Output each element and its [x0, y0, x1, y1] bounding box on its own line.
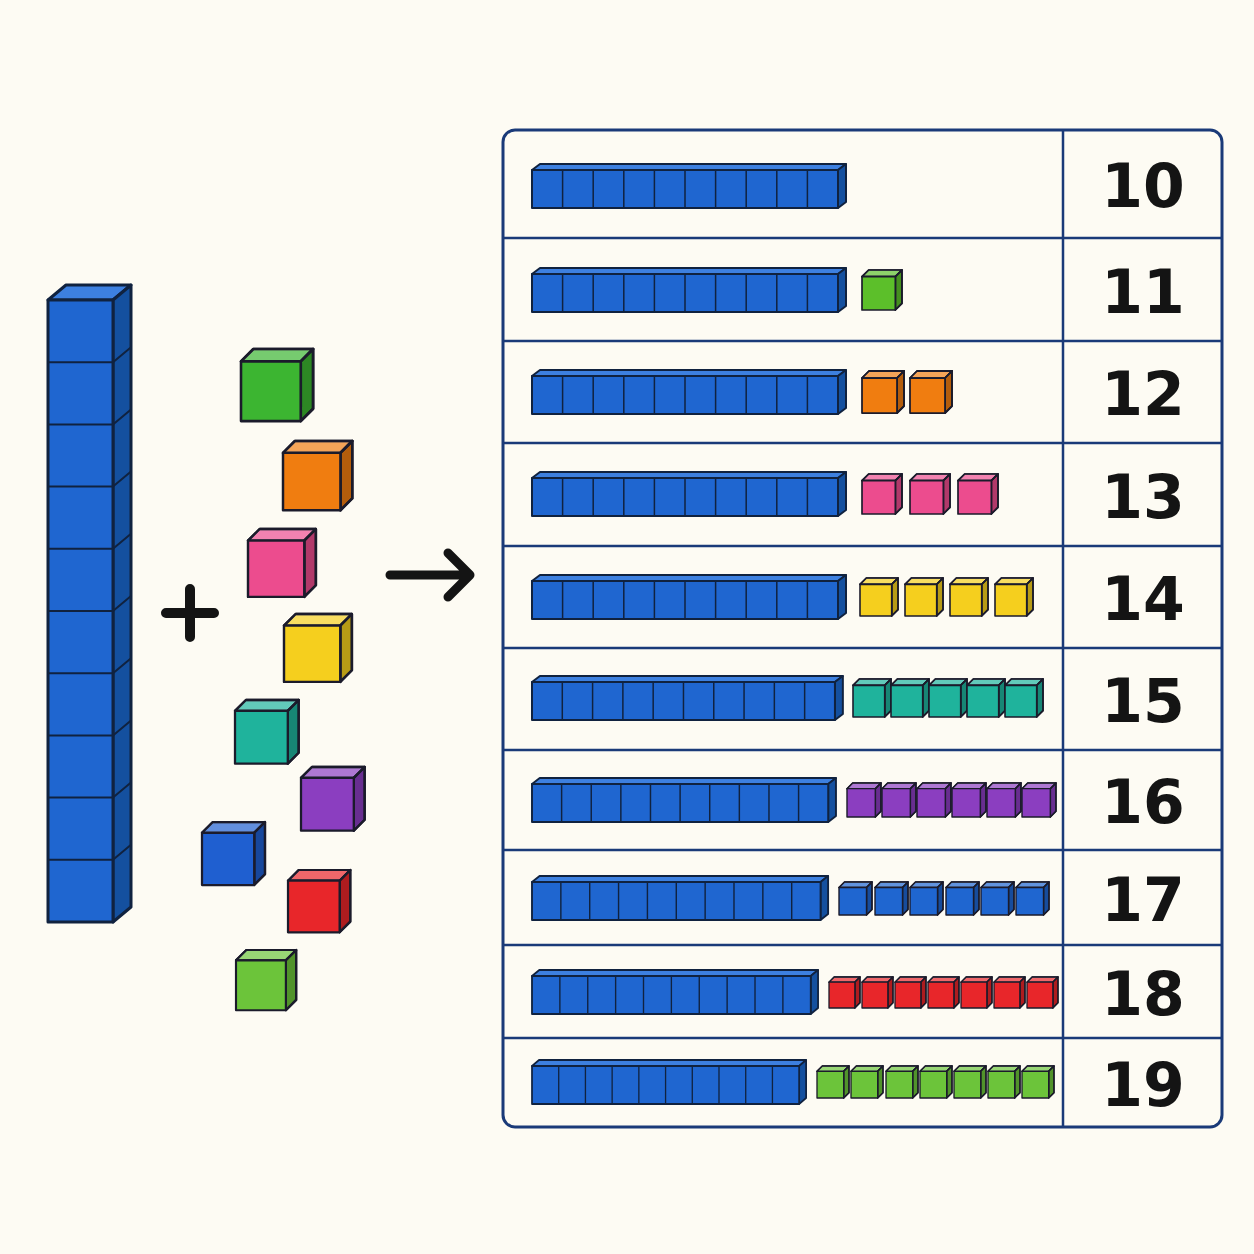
unit-cube — [839, 882, 872, 915]
unit-cube — [862, 270, 902, 310]
unit-cube — [910, 882, 943, 915]
unit-cube — [853, 679, 891, 717]
unit-cube — [928, 977, 959, 1008]
row-number: 19 — [1065, 1042, 1221, 1127]
ten-rod — [532, 970, 818, 1014]
unit-cube — [952, 783, 986, 817]
unit-cube — [875, 882, 908, 915]
row-number: 13 — [1065, 447, 1221, 546]
unit-cube — [920, 1066, 952, 1098]
unit-cube — [1005, 679, 1043, 717]
unit-cube — [860, 578, 898, 616]
unit-cube — [288, 870, 350, 932]
unit-cube — [995, 578, 1033, 616]
unit-cube — [1027, 977, 1058, 1008]
row-number: 14 — [1065, 550, 1221, 648]
unit-cube — [988, 1066, 1020, 1098]
unit-cube — [886, 1066, 918, 1098]
unit-cube — [284, 614, 352, 682]
ten-rod — [48, 285, 131, 922]
unit-cube — [917, 783, 951, 817]
unit-cube — [946, 882, 979, 915]
ten-rod — [532, 676, 843, 720]
unit-cube — [910, 371, 952, 413]
ten-rod — [532, 778, 836, 822]
row-number: 18 — [1065, 949, 1221, 1038]
unit-cube — [202, 822, 265, 885]
unit-cube — [862, 371, 904, 413]
unit-cube — [910, 474, 950, 514]
unit-cube — [235, 700, 299, 764]
unit-cube — [891, 679, 929, 717]
row-number: 16 — [1065, 754, 1221, 850]
unit-cube — [248, 529, 316, 597]
unit-cube — [950, 578, 988, 616]
number-table — [503, 130, 1222, 1127]
ten-rod — [532, 164, 846, 208]
row-number: 15 — [1065, 652, 1221, 750]
row-number: 12 — [1065, 345, 1221, 443]
unit-cube — [1022, 1066, 1054, 1098]
unit-cube — [851, 1066, 883, 1098]
unit-cube — [954, 1066, 986, 1098]
arrow-symbol — [390, 553, 470, 597]
unit-cube — [236, 950, 296, 1010]
ten-rod — [532, 370, 846, 414]
ten-rod — [532, 472, 846, 516]
unit-cube — [895, 977, 926, 1008]
unit-cube — [961, 977, 992, 1008]
unit-cube — [862, 977, 893, 1008]
unit-cube — [301, 767, 365, 831]
unit-cube — [1016, 882, 1049, 915]
unit-cube — [862, 474, 902, 514]
ten-rod — [532, 876, 828, 920]
row-number: 11 — [1065, 242, 1221, 341]
unit-cube — [847, 783, 881, 817]
plus-symbol — [166, 589, 214, 637]
ten-rod — [532, 268, 846, 312]
row-number: 10 — [1065, 134, 1221, 238]
unit-cube — [958, 474, 998, 514]
unit-cube — [994, 977, 1025, 1008]
unit-cube — [929, 679, 967, 717]
ten-rod — [532, 575, 846, 619]
ten-rod — [532, 1060, 806, 1104]
unit-cube — [241, 349, 313, 421]
unit-cube — [829, 977, 860, 1008]
unit-cube — [882, 783, 916, 817]
unit-cube — [1022, 783, 1056, 817]
unit-cube — [905, 578, 943, 616]
unit-cube — [817, 1066, 849, 1098]
row-number: 17 — [1065, 854, 1221, 945]
unit-cube — [981, 882, 1014, 915]
unit-cube — [987, 783, 1021, 817]
unit-cube — [283, 441, 352, 510]
unit-cube — [967, 679, 1005, 717]
